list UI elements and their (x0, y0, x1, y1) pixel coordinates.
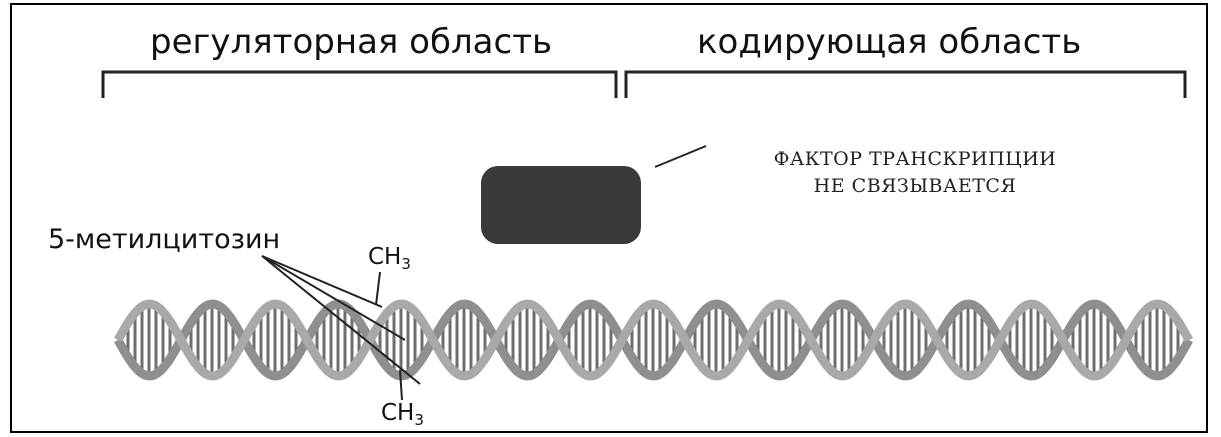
dna-double-helix (118, 304, 1189, 376)
dna-base-pairs (121, 304, 1185, 376)
transcription-factor-block (481, 166, 641, 244)
transcription-factor-note: ФАКТОР ТРАНСКРИПЦИИ НЕ СВЯЗЫВАЕТСЯ (725, 146, 1105, 200)
coding-region-label: кодирующая область (697, 22, 1081, 62)
regulatory-region-bracket (103, 72, 616, 98)
methyl-group-top: CH3 (368, 244, 411, 273)
coding-region-bracket (626, 72, 1185, 98)
transcription-factor-note-line2: НЕ СВЯЗЫВАЕТСЯ (725, 173, 1105, 200)
methyl-group-bottom: CH3 (381, 400, 424, 429)
transcription-factor-pointer (655, 146, 706, 167)
transcription-factor-note-line1: ФАКТОР ТРАНСКРИПЦИИ (725, 146, 1105, 173)
methylcytosine-label: 5-метилцитозин (48, 224, 280, 255)
regulatory-region-label: регуляторная область (150, 22, 552, 62)
